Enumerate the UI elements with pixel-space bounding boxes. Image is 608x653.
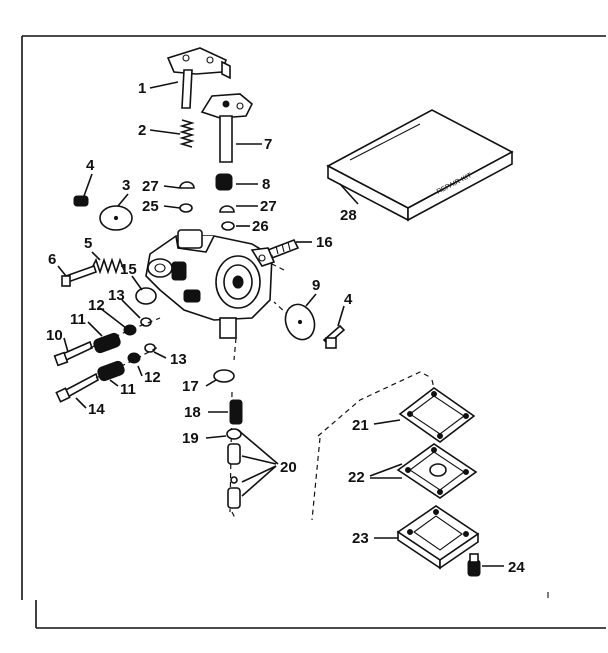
part-4-screw-lower: [322, 324, 346, 349]
callout-13-upper: 13: [108, 287, 125, 304]
part-22-diaphragm: [396, 443, 478, 499]
part-12-washer-upper: [123, 324, 137, 336]
callout-11-upper: 11: [70, 311, 86, 328]
callout-14: 14: [88, 401, 105, 418]
part-3-welch-plug: [99, 205, 133, 231]
callout-25: 25: [142, 198, 159, 215]
part-26-seat: [221, 221, 235, 231]
part-12-washer-lower: [127, 352, 141, 364]
callout-4-upper: 4: [86, 157, 95, 174]
callout-2: 2: [138, 122, 146, 139]
part-13-oring-lower: [144, 343, 156, 353]
callout-13-lower: 13: [170, 351, 187, 368]
callout-22: 22: [348, 469, 365, 486]
callout-9: 9: [312, 277, 320, 294]
callout-4-lower: 4: [344, 291, 353, 308]
part-23-cover: [396, 505, 480, 570]
callout-20: 20: [280, 459, 297, 476]
part-15-plug: [135, 287, 157, 305]
carburetor-body: [145, 229, 276, 339]
callout-labels: 1 2 7 8 27 25 27 26 16 3 4 5 6 15 13 12 …: [46, 80, 525, 576]
part-5-spring: [91, 257, 125, 275]
part-27-cap-right: [219, 205, 235, 213]
callout-28: 28: [340, 207, 357, 224]
part-1-inlet-lever: [166, 47, 231, 109]
callout-7: 7: [264, 136, 272, 153]
part-20-needle-seat: [227, 443, 241, 509]
callout-3: 3: [122, 177, 130, 194]
part-16-fuel-fitting: [266, 238, 300, 260]
part-27-cap-left: [179, 181, 195, 189]
part-8-spring: [215, 173, 233, 191]
part-11-spring-lower: [97, 360, 125, 382]
part-25-washer: [179, 203, 193, 213]
callout-1: 1: [138, 80, 146, 97]
callout-27-left: 27: [142, 178, 159, 195]
part-24-screw: [467, 553, 481, 577]
callout-27-right: 27: [260, 198, 277, 215]
callout-10: 10: [46, 327, 63, 344]
part-7-needle-lever: [200, 93, 253, 163]
part-21-gasket: [398, 387, 476, 443]
callout-19: 19: [182, 430, 199, 447]
callout-24: 24: [508, 559, 525, 576]
part-9-welch-plug: [284, 303, 316, 341]
part-17-cup: [213, 369, 235, 383]
callout-21: 21: [352, 417, 369, 434]
part-11-spring-upper: [93, 332, 121, 354]
part-10-needle-upper: [53, 340, 93, 367]
callout-6: 6: [48, 251, 56, 268]
part-2-spring: [179, 119, 195, 148]
part-4-screw-upper: [73, 195, 89, 207]
callout-5: 5: [84, 235, 92, 252]
callout-15: 15: [120, 261, 137, 278]
callout-16: 16: [316, 234, 333, 251]
callout-11-lower: 11: [120, 381, 136, 398]
part-28-repair-kit-box: REPAIR KIT: [326, 109, 514, 222]
part-19-washer: [226, 428, 242, 440]
callout-12-lower: 12: [144, 369, 161, 386]
callout-8: 8: [262, 176, 270, 193]
part-6-screw: [61, 264, 98, 287]
callout-17: 17: [182, 378, 199, 395]
callout-23: 23: [352, 530, 369, 547]
callout-12-upper: 12: [88, 297, 105, 314]
part-18-spring: [229, 399, 243, 425]
leader-lines: [57, 81, 504, 567]
callout-26: 26: [252, 218, 269, 235]
diagram-frame: [21, 35, 606, 629]
part-14-needle-lower: [55, 372, 99, 403]
callout-18: 18: [184, 404, 201, 421]
